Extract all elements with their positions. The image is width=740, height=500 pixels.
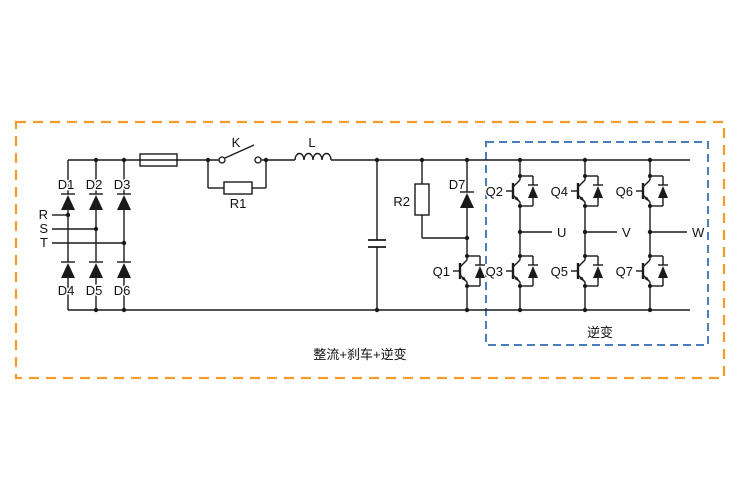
transistor-q5 (569, 250, 605, 294)
diode-d7 (459, 191, 475, 209)
label-output-u: U (557, 225, 566, 240)
diode-d3 (116, 193, 132, 211)
label-q1: Q1 (433, 264, 450, 279)
transistor-q3 (504, 250, 540, 294)
label-phase-s: S (39, 221, 48, 236)
label-r1: R1 (230, 196, 247, 211)
junction-dots (65, 157, 653, 313)
diode-d6 (116, 261, 132, 279)
label-phase-r: R (39, 207, 48, 222)
diagram-caption: 整流+刹车+逆变 (313, 347, 406, 362)
label-q3: Q3 (486, 264, 503, 279)
inverter-box-title: 逆变 (587, 325, 613, 340)
label-switch-k: K (232, 135, 241, 150)
inverter-leg-w (634, 160, 687, 310)
precharge-switch-k (218, 144, 262, 164)
label-q7: Q7 (616, 264, 633, 279)
label-q6: Q6 (616, 184, 633, 199)
inverter-leg-u (504, 160, 552, 310)
diode-d4 (60, 261, 76, 279)
resistor-r1 (223, 181, 253, 195)
label-d7: D7 (449, 177, 466, 192)
rectifier-bridge (52, 160, 132, 310)
label-d3: D3 (114, 177, 131, 192)
component-labels: D1 D2 D3 D4 D5 D6 R S T K L R1 R2 D7 Q1 … (37, 134, 706, 300)
transistor-q4 (569, 170, 605, 214)
transistor-q2 (504, 170, 540, 214)
inverter-dashed-border (485, 141, 709, 346)
fuse (139, 153, 178, 167)
label-q2: Q2 (486, 184, 503, 199)
label-output-v: V (622, 225, 631, 240)
label-q4: Q4 (551, 184, 568, 199)
label-inductor-l: L (308, 135, 315, 150)
label-r2: R2 (393, 194, 410, 209)
transistor-q6 (634, 170, 670, 214)
dc-bus-rails (68, 159, 690, 311)
label-q5: Q5 (551, 264, 568, 279)
label-d1: D1 (58, 177, 75, 192)
transistor-q7 (634, 250, 670, 294)
label-phase-t: T (40, 235, 48, 250)
precharge-resistor-r1-branch (207, 160, 267, 195)
brake-resistor-r2 (414, 183, 430, 216)
label-d2: D2 (86, 177, 103, 192)
inductor-l (294, 152, 332, 161)
transistor-q1 (451, 250, 487, 294)
diode-d1 (60, 193, 76, 211)
label-d4: D4 (58, 283, 75, 298)
label-d6: D6 (114, 283, 131, 298)
label-output-w: W (692, 225, 705, 240)
outer-dashed-border (14, 120, 726, 380)
inverter-leg-v (569, 160, 617, 310)
brake-chopper (414, 160, 487, 310)
label-d5: D5 (86, 283, 103, 298)
dc-link-capacitor (368, 160, 386, 310)
diode-d5 (88, 261, 104, 279)
diode-d2 (88, 193, 104, 211)
